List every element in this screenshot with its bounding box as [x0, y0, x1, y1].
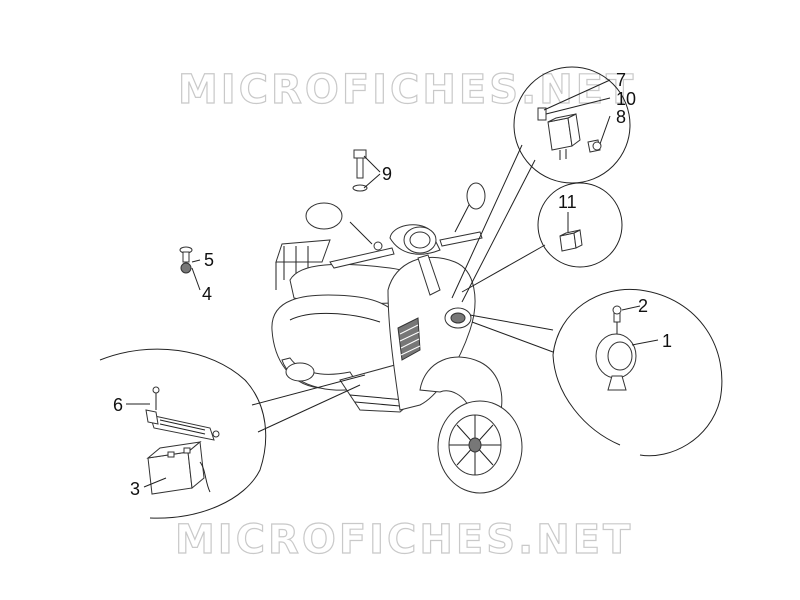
- hardware-9: [352, 149, 368, 192]
- callout-4: 4: [202, 284, 212, 304]
- callout-9: 9: [382, 164, 392, 184]
- callout-11: 11: [558, 192, 577, 212]
- horn-detail: [552, 288, 723, 457]
- callout-1: 1: [662, 331, 672, 351]
- callout-labels: 1 2 3 4 5 6 7 8 9 10 11: [113, 70, 672, 499]
- callout-7: 7: [616, 70, 626, 90]
- callout-10: 10: [616, 89, 636, 109]
- watermark-bottom: MICROFICHES.NET: [175, 517, 633, 563]
- callout-5: 5: [204, 250, 214, 270]
- relay-detail: [513, 66, 631, 184]
- hardware-4-5: [179, 246, 193, 274]
- callout-3: 3: [130, 479, 140, 499]
- scooter-illustration: [271, 182, 523, 494]
- watermark-top: MICROFICHES.NET: [178, 67, 636, 113]
- small-relay-detail: [537, 182, 623, 268]
- callout-2: 2: [638, 296, 648, 316]
- leader-lines: [126, 79, 659, 488]
- callout-6: 6: [113, 395, 123, 415]
- battery-detail: [99, 348, 267, 519]
- callout-8: 8: [616, 107, 626, 127]
